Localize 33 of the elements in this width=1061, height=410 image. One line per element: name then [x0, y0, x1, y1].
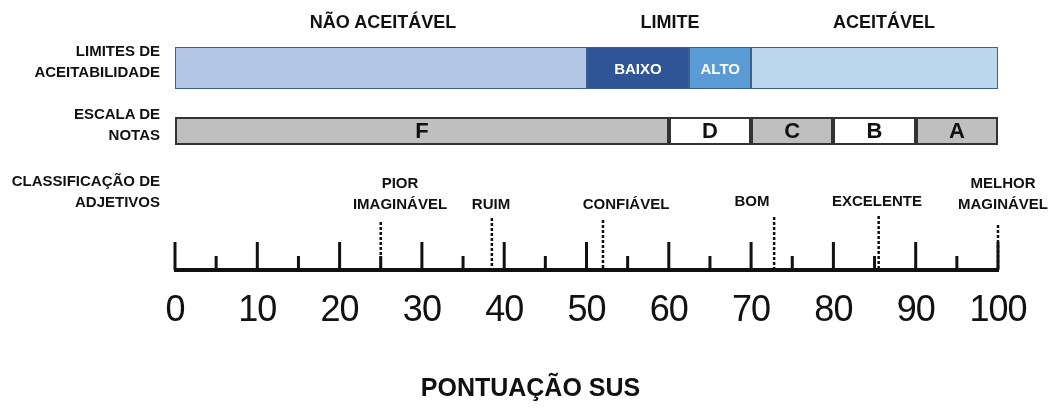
zone-heading: ACEITÁVEL: [832, 12, 936, 33]
grade-band: B: [833, 117, 916, 145]
tick-value: 100: [969, 288, 1027, 330]
adjective-label: EXCELENTE: [831, 191, 923, 211]
grade-band: F: [175, 117, 669, 145]
grade-band: A: [915, 117, 998, 145]
grade-band: D: [668, 117, 752, 145]
acceptability-band: [751, 47, 998, 89]
adjective-label: PIOR IMAGINÁVEL: [351, 173, 449, 214]
zone-heading: NÃO ACEITÁVEL: [308, 12, 458, 33]
tick-value: 70: [732, 288, 771, 330]
tick-value: 30: [402, 288, 441, 330]
tick-value: 20: [320, 288, 359, 330]
tick-value: 90: [896, 288, 935, 330]
acceptability-band: BAIXO: [586, 47, 690, 89]
row-heading: CLASSIFICAÇÃO DE ADJETIVOS: [10, 171, 160, 212]
grade-band: C: [751, 117, 834, 145]
adjective-label: CONFIÁVEL: [581, 194, 671, 214]
tick-value: 50: [567, 288, 606, 330]
tick-value: 40: [485, 288, 524, 330]
tick-value: 0: [165, 288, 185, 330]
tick-value: 10: [238, 288, 277, 330]
adjective-label: RUIM: [470, 194, 512, 214]
adjective-label: BOM: [733, 191, 771, 211]
row-heading: ESCALA DE NOTAS: [72, 104, 160, 145]
tick-value: 80: [814, 288, 853, 330]
tick-value: 60: [649, 288, 688, 330]
axis-title: PONTUAÇÃO SUS: [419, 372, 642, 402]
acceptability-band: ALTO: [689, 47, 752, 89]
row-heading: LIMITES DE ACEITABILIDADE: [33, 41, 160, 82]
zone-heading: LIMITE: [639, 12, 701, 33]
adjective-label: MELHOR MAGINÁVEL: [957, 173, 1049, 214]
acceptability-band: [175, 47, 587, 89]
